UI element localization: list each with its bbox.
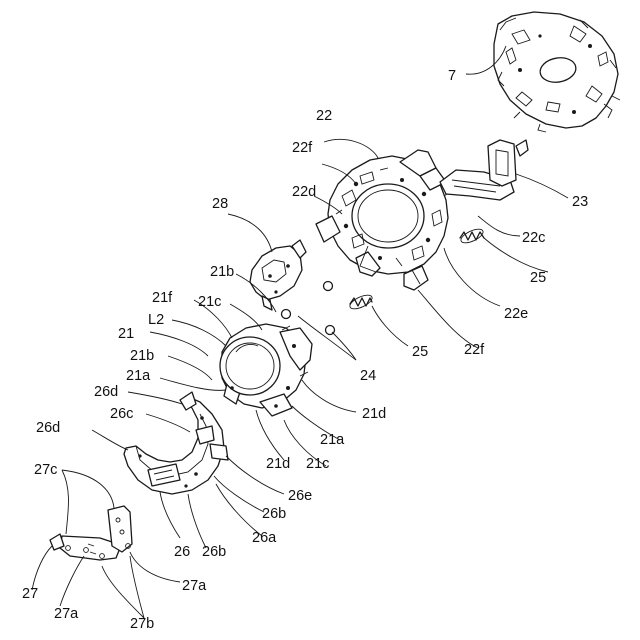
part-26-flex-board xyxy=(124,392,228,494)
label-22e: 22e xyxy=(504,306,528,322)
part-25-spring-right xyxy=(459,226,485,245)
label-27a-right: 27a xyxy=(182,578,207,594)
label-22: 22 xyxy=(316,108,332,124)
label-26d-top: 26d xyxy=(94,384,118,400)
label-27b: 27b xyxy=(130,616,154,632)
label-22d: 22d xyxy=(292,184,316,200)
label-22f-top: 22f xyxy=(292,140,313,156)
label-23: 23 xyxy=(572,194,588,210)
part-22-holder-frame xyxy=(316,150,450,290)
label-22c: 22c xyxy=(522,230,545,246)
label-26e: 26e xyxy=(288,488,312,504)
part-27-connector-plate xyxy=(50,506,132,560)
label-21f: 21f xyxy=(152,290,173,306)
label-21d-right: 21d xyxy=(362,406,386,422)
part-21-lens-holder xyxy=(220,324,312,416)
part-23-slider xyxy=(440,140,528,200)
label-21c-bottom: 21c xyxy=(306,456,329,472)
label-25-middle: 25 xyxy=(412,344,428,360)
label-26b-bottom: 26b xyxy=(202,544,226,560)
label-24: 24 xyxy=(360,368,376,384)
part-28-bracket xyxy=(250,240,306,310)
part-25-spring-middle xyxy=(348,292,374,311)
label-7: 7 xyxy=(448,68,456,84)
label-25-right: 25 xyxy=(530,270,546,286)
label-21a-right: 21a xyxy=(320,432,345,448)
label-28: 28 xyxy=(212,196,228,212)
label-21b-middle: 21b xyxy=(130,348,154,364)
label-26: 26 xyxy=(174,544,190,560)
label-27c: 27c xyxy=(34,462,57,478)
label-21: 21 xyxy=(118,326,134,342)
label-21d-bottom: 21d xyxy=(266,456,290,472)
part-7-base-plate xyxy=(494,12,620,132)
label-26c: 26c xyxy=(110,406,133,422)
label-21a-left: 21a xyxy=(126,368,151,384)
label-26a: 26a xyxy=(252,530,277,546)
label-L2: L2 xyxy=(148,312,164,328)
label-27a-bottom: 27a xyxy=(54,606,79,622)
label-21c-top: 21c xyxy=(198,294,221,310)
label-26d-left: 26d xyxy=(36,420,60,436)
label-21b-top: 21b xyxy=(210,264,234,280)
label-26b-right: 26b xyxy=(262,506,286,522)
label-27: 27 xyxy=(22,586,38,602)
label-22f-bottom: 22f xyxy=(464,342,485,358)
